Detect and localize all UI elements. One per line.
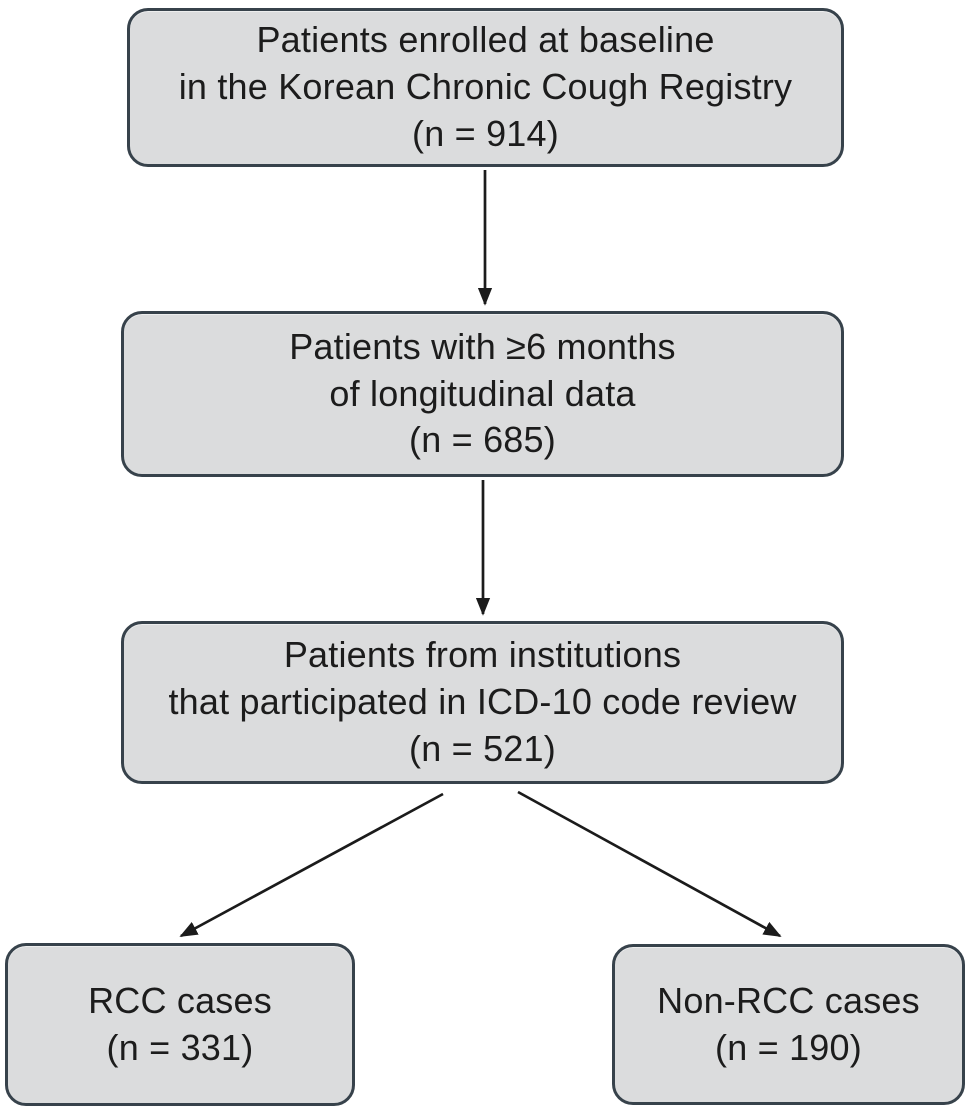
node-text-line: RCC cases xyxy=(88,979,272,1021)
node-count: (n = 331) xyxy=(106,1026,254,1068)
node-text-line: Patients from institutions xyxy=(283,634,682,676)
node-count: (n = 914) xyxy=(412,112,559,154)
node-enrolled-baseline: Patients enrolled at baseline in the Kor… xyxy=(127,8,844,167)
node-rcc-cases: RCC cases (n = 331) xyxy=(5,943,355,1106)
node-count: (n = 521) xyxy=(409,727,556,769)
arrow-icd-to-nonrcc xyxy=(517,790,782,938)
node-text-line: that participated in ICD-10 code review xyxy=(168,681,797,723)
node-text-line: Patients enrolled at baseline xyxy=(256,19,715,61)
node-text-line: of longitudinal data xyxy=(329,372,636,414)
node-count: (n = 685) xyxy=(409,419,556,461)
node-count: (n = 190) xyxy=(715,1026,862,1068)
node-icd10-code-review: Patients from institutions that particip… xyxy=(121,621,844,784)
node-text-line: Non-RCC cases xyxy=(657,979,920,1021)
node-longitudinal-data: Patients with ≥6 months of longitudinal … xyxy=(121,311,844,477)
arrow-icd-to-rcc xyxy=(179,792,444,938)
node-text-line: in the Korean Chronic Cough Registry xyxy=(178,66,793,108)
node-non-rcc-cases: Non-RCC cases (n = 190) xyxy=(612,944,965,1105)
node-text-line: Patients with ≥6 months xyxy=(289,325,676,367)
